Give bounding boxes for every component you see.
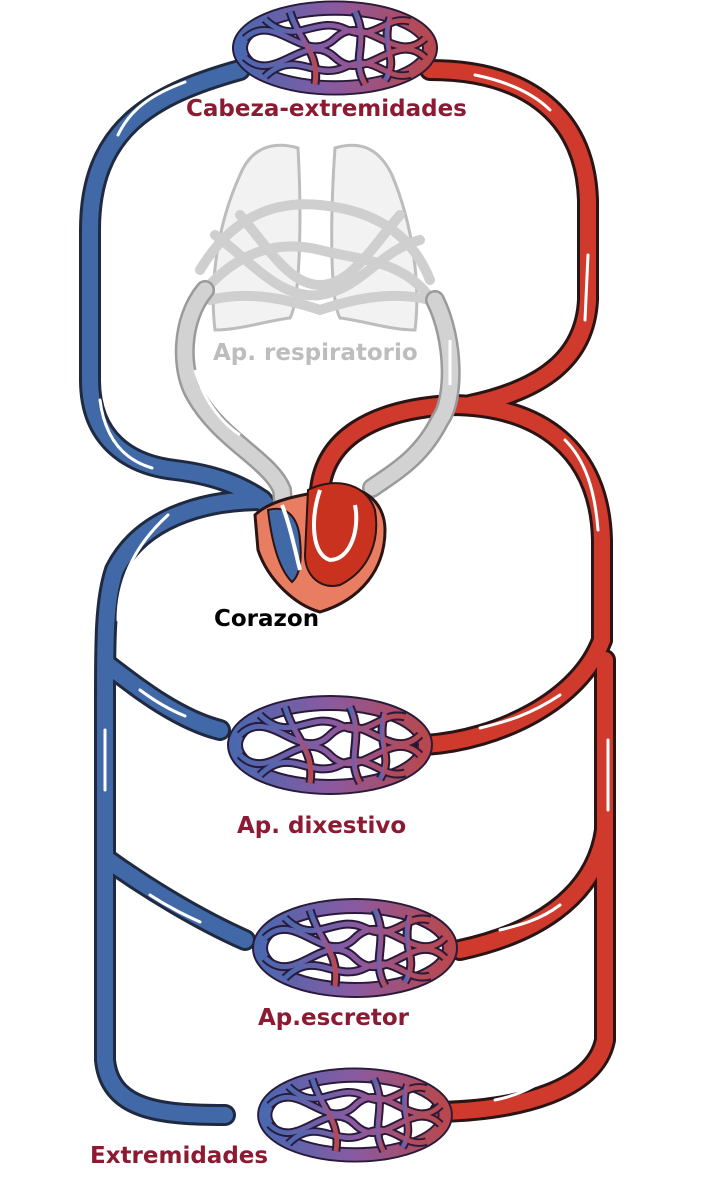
capillary-bed-head xyxy=(240,8,430,88)
capillary-bed-digestive xyxy=(235,703,425,787)
capillary-bed-excretory xyxy=(260,906,450,990)
label-limbs: Extremidades xyxy=(90,1143,268,1169)
label-head-limbs: Cabeza-extremidades xyxy=(186,96,467,122)
label-respiratory: Ap. respiratorio xyxy=(213,340,418,366)
label-digestive: Ap. dixestivo xyxy=(237,813,406,839)
capillary-bed-limbs xyxy=(265,1075,446,1155)
heart xyxy=(253,482,387,614)
arteries xyxy=(309,59,616,1123)
label-excretory: Ap.escretor xyxy=(258,1005,410,1031)
label-heart: Corazon xyxy=(214,606,319,632)
lungs xyxy=(174,143,461,550)
veins xyxy=(79,59,303,1126)
